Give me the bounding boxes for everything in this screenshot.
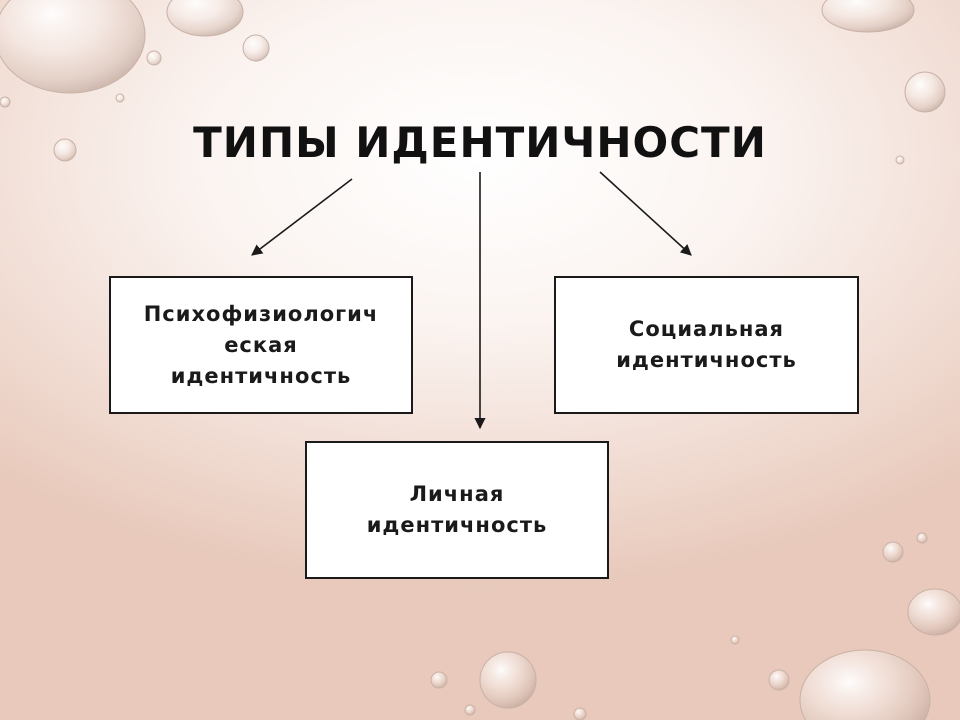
water-drop	[430, 671, 448, 689]
water-drop	[821, 0, 915, 33]
node-label-line: идентичность	[366, 513, 548, 537]
water-drop	[242, 34, 270, 62]
water-drop	[115, 93, 125, 103]
water-drop	[53, 138, 77, 162]
water-drop	[0, 0, 146, 94]
water-drop	[464, 704, 476, 716]
water-drop	[907, 588, 960, 636]
node-label-line: Социальная	[628, 317, 785, 341]
node-personal-identity: Личная идентичность	[305, 441, 609, 579]
water-drop	[799, 649, 931, 720]
water-drop	[479, 651, 537, 709]
water-drop	[904, 71, 946, 113]
water-drop	[882, 541, 904, 563]
water-drop	[895, 155, 905, 165]
diagram-title: ТИПЫ ИДЕНТИЧНОСТИ	[193, 118, 767, 167]
water-drop	[146, 50, 162, 66]
node-social-identity: Социальная идентичность	[554, 276, 859, 414]
arrow-to-social	[599, 171, 692, 256]
water-drop	[730, 635, 740, 645]
node-label-line: еская	[224, 332, 298, 357]
water-drop	[916, 532, 928, 544]
node-label-line: идентичность	[170, 363, 352, 388]
node-psychophysiological-identity: Психофизиологич еская идентичность	[109, 276, 413, 414]
water-drop	[768, 669, 790, 691]
water-drop	[573, 707, 587, 720]
node-label-line: Личная	[409, 482, 505, 506]
water-drop	[0, 96, 11, 108]
node-label-line: идентичность	[616, 348, 797, 372]
node-label-line: Психофизиологич	[143, 301, 379, 326]
arrow-to-psychophysiological	[251, 178, 353, 256]
water-drop	[166, 0, 244, 37]
